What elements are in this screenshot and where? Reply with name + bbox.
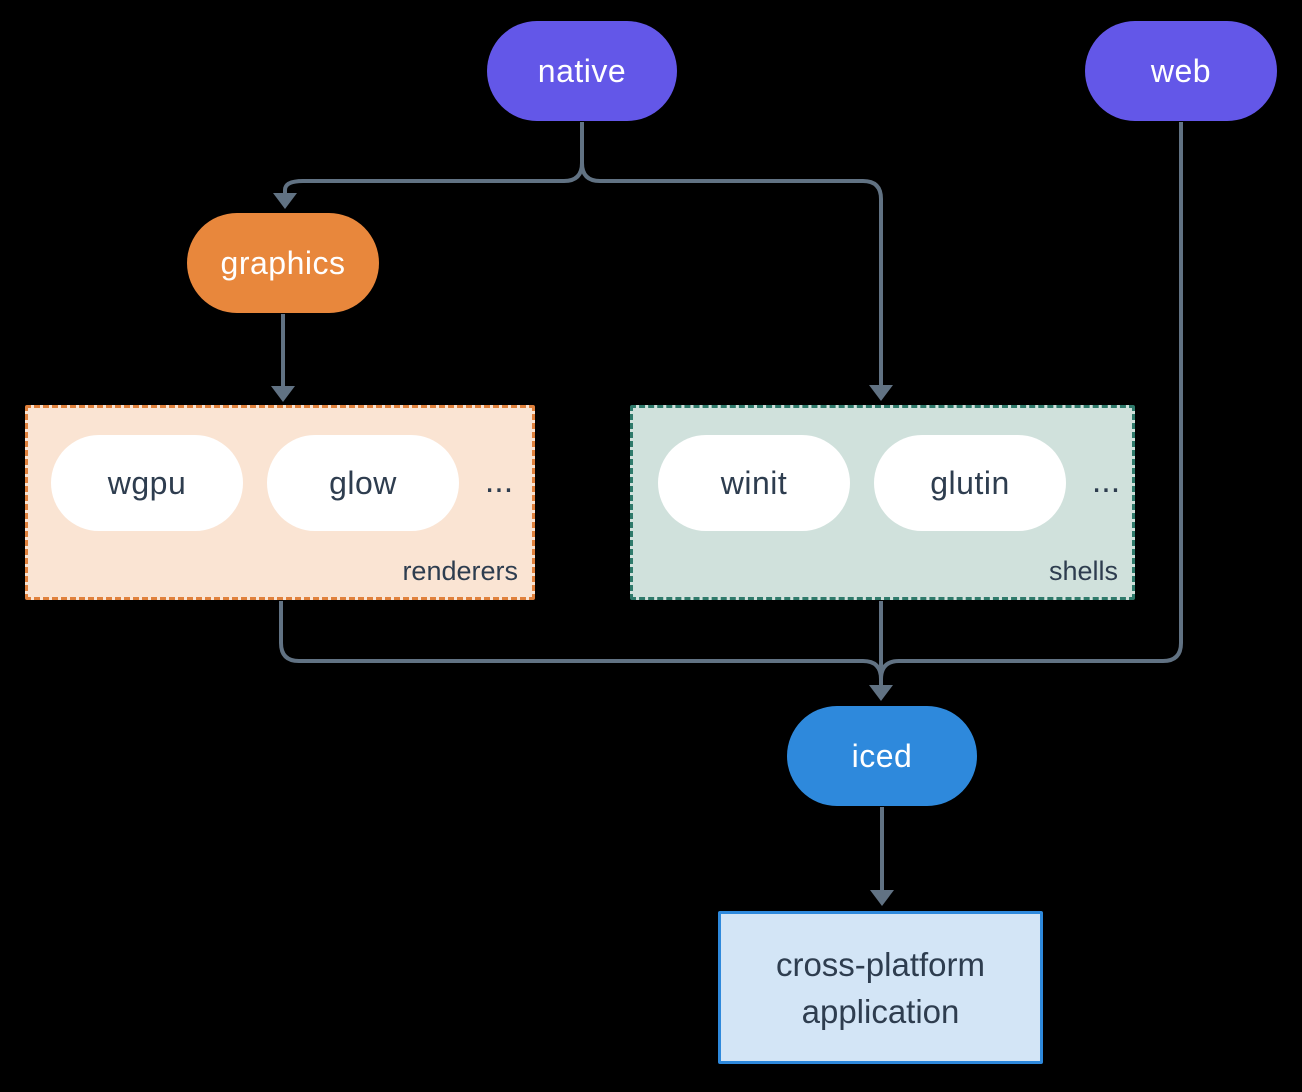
- shells-ellipsis: ...: [1091, 462, 1121, 500]
- group-label-renderers: renderers: [402, 556, 518, 586]
- arrowhead-graphics: [273, 193, 297, 209]
- node-iced: iced: [787, 706, 977, 806]
- edge-web-merge: [879, 122, 1183, 680]
- group-shells: winit glutin ... shells: [630, 405, 1135, 600]
- node-winit: winit: [658, 435, 850, 531]
- node-glow: glow: [267, 435, 459, 531]
- edge-native-graphics: [283, 162, 584, 194]
- group-label-shells: shells: [1048, 556, 1118, 586]
- node-wgpu: wgpu: [51, 435, 243, 531]
- arrowhead-shells: [869, 385, 893, 401]
- node-glutin: glutin: [874, 435, 1066, 531]
- application-label: cross-platform application: [775, 945, 986, 1030]
- node-graphics: graphics: [187, 213, 379, 313]
- renderers-ellipsis: ...: [484, 462, 514, 500]
- arrowhead-iced: [869, 685, 893, 701]
- node-cross-platform-application: cross-platform application: [718, 911, 1043, 1064]
- group-renderers: wgpu glow ... renderers: [25, 405, 535, 600]
- arrowhead-renderers: [271, 386, 295, 402]
- edge-renderers-merge: [279, 601, 883, 680]
- edge-native-shells: [580, 162, 883, 386]
- node-native: native: [487, 21, 677, 121]
- arrowhead-application: [870, 890, 894, 906]
- node-web: web: [1085, 21, 1277, 121]
